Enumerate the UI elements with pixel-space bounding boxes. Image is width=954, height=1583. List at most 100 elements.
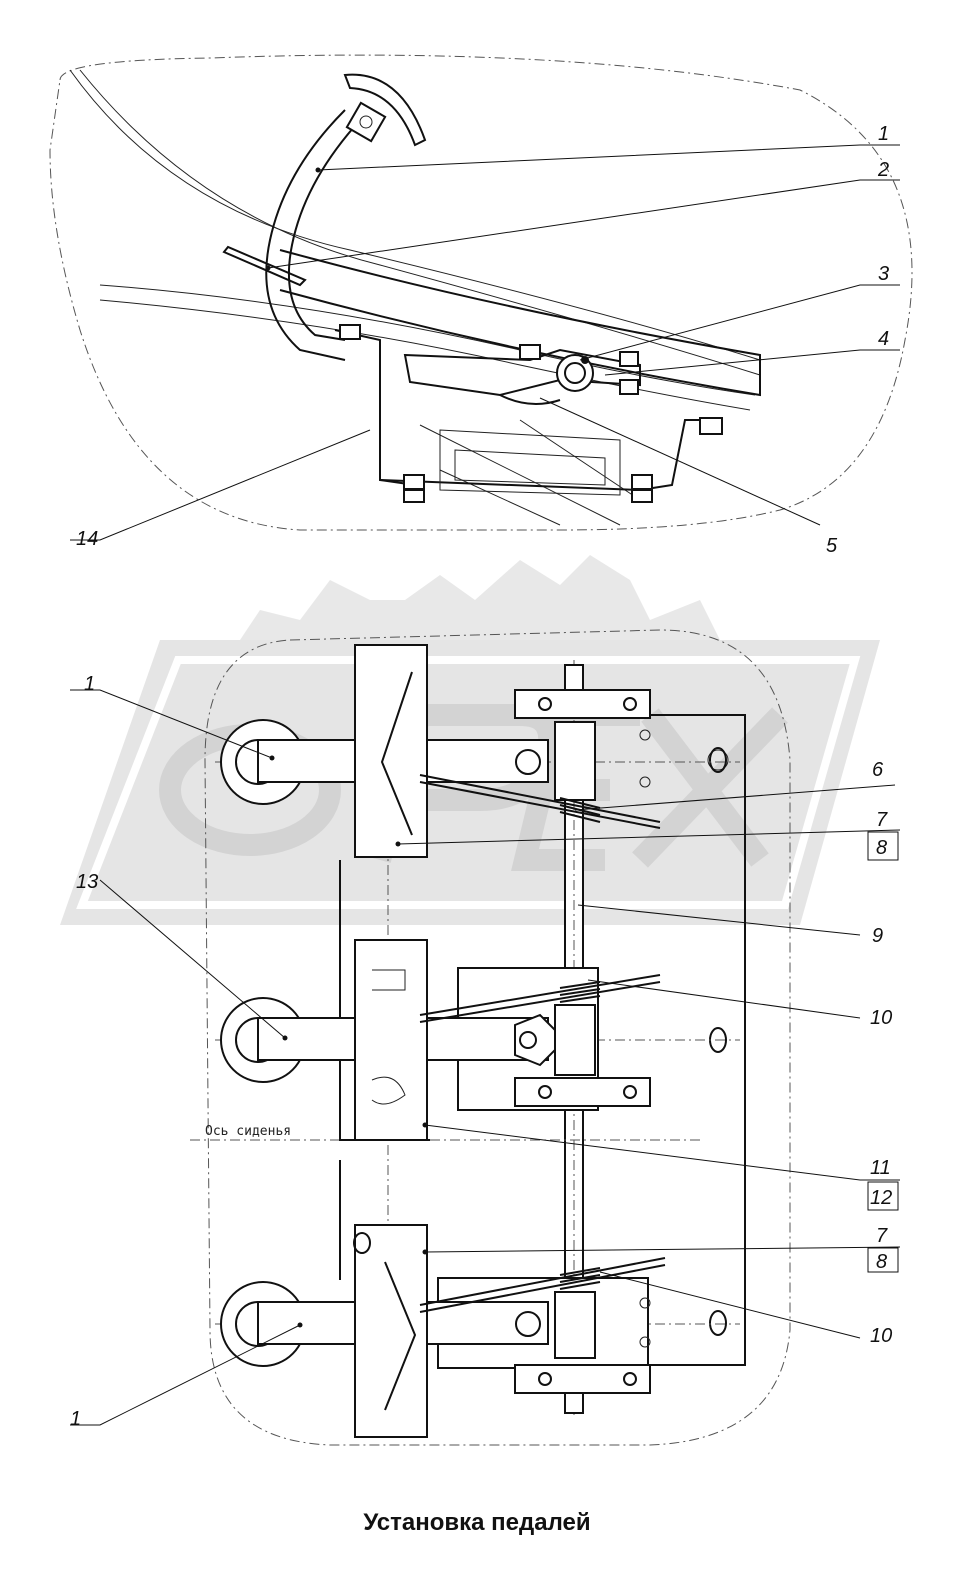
pedal-hub (554, 721, 596, 801)
mounting-plate (640, 714, 746, 1366)
return-spring (499, 394, 561, 405)
leader-10b (599, 1271, 861, 1339)
leader-7a (397, 829, 901, 845)
seat-axis-label: Ось сиденья (205, 1124, 291, 1139)
pedal-foot-pad (354, 939, 428, 1141)
pedal-accelerator (220, 644, 661, 858)
leader-14 (70, 429, 371, 541)
label-box-12 (867, 1181, 899, 1211)
pedal-hub (554, 1291, 596, 1359)
plate-slot (709, 747, 727, 773)
bearing-bracket (514, 1364, 651, 1394)
plan-view-outline (204, 629, 791, 1446)
label-7-upper: 7 (876, 809, 888, 831)
nut (631, 474, 653, 490)
leader-dot (269, 755, 275, 761)
label-3: 3 (878, 263, 889, 285)
spring-coil (419, 774, 661, 829)
leader-dot (395, 841, 401, 847)
pad-hole (353, 1232, 371, 1254)
bracket-frame-inner (454, 449, 606, 486)
floor-seal-strip (222, 245, 307, 287)
label-6: 6 (872, 759, 884, 781)
label-box-8b (867, 1247, 899, 1273)
spring-anchor-dot (581, 356, 589, 364)
plate-slot (709, 1310, 727, 1336)
leader-dot (422, 1122, 428, 1128)
pedal-foot-pad (354, 1224, 428, 1438)
pedal-clutch (220, 1160, 666, 1438)
leader-1a (70, 689, 273, 759)
nut (619, 351, 639, 367)
bearing-bracket (514, 689, 651, 719)
floor-line-3 (99, 284, 756, 396)
pivot-bushing (556, 354, 594, 392)
bracket-bolt (538, 697, 552, 711)
side-view (49, 54, 913, 541)
leader-1 (317, 144, 900, 171)
pedal-nut (515, 749, 541, 775)
label-1-top: 1 (878, 123, 889, 145)
label-10-upper: 10 (870, 1007, 892, 1029)
pedal-clamp-bolt (359, 115, 373, 129)
plan-view: Ось сиденья (70, 629, 901, 1446)
nut (403, 489, 425, 503)
leader-6 (574, 784, 896, 811)
bracket-bolt (538, 1372, 552, 1386)
floor-line-2 (79, 69, 761, 376)
nut (631, 489, 653, 503)
pedal-clamp (345, 101, 387, 143)
nut-bore (519, 1031, 537, 1049)
leader-13 (99, 879, 286, 1039)
leader-dot (315, 167, 321, 173)
leader-5 (539, 397, 821, 526)
leader-dot (297, 1322, 303, 1328)
plate-hole (639, 1336, 651, 1348)
bracket-bolt (538, 1085, 552, 1099)
label-4: 4 (878, 328, 889, 350)
bracket-bolt (623, 697, 637, 711)
drawing-caption: Установка педалей (363, 1509, 590, 1536)
nut (339, 324, 361, 340)
fasteners (339, 324, 723, 503)
watermark-letter-x (632, 707, 788, 868)
bracket-bolt (623, 1372, 637, 1386)
leader-4 (604, 349, 900, 376)
plate-hole (639, 1297, 651, 1309)
watermark-gear (240, 555, 720, 640)
nut (699, 417, 723, 435)
leader-2 (267, 179, 900, 269)
bearing-bracket (514, 1077, 651, 1107)
pedal-brake (220, 860, 661, 1141)
pivot-shaft (564, 362, 586, 384)
label-11: 11 (870, 1157, 891, 1179)
plate-hole (639, 776, 651, 788)
floor-line-1 (69, 69, 761, 361)
pedal-pad-curve (343, 73, 427, 147)
label-1-plan-top: 1 (84, 673, 95, 695)
leader-dot (422, 1249, 428, 1255)
leader-7b (424, 1246, 901, 1253)
label-9: 9 (872, 925, 883, 947)
label-13: 13 (76, 871, 98, 893)
label-10-lower: 10 (870, 1325, 892, 1347)
bracket (334, 329, 700, 491)
pad-marking (371, 969, 406, 1105)
side-view-outline (49, 54, 913, 531)
nut (403, 474, 425, 490)
label-8-lower: 8 (876, 1251, 887, 1273)
label-14: 14 (76, 528, 98, 550)
nut (519, 344, 541, 360)
leader-dot (265, 265, 271, 271)
label-box-8a (867, 831, 899, 861)
leader-3 (579, 284, 900, 361)
plate-hole (707, 749, 729, 771)
leader-11 (424, 1124, 900, 1181)
leader-9 (577, 904, 861, 936)
shaft-cap (564, 1392, 584, 1414)
label-1-plan-bottom: 1 (70, 1408, 81, 1430)
leader-10a (587, 979, 861, 1019)
pedal-arrow (384, 1261, 417, 1411)
bracket-frame (439, 429, 621, 496)
